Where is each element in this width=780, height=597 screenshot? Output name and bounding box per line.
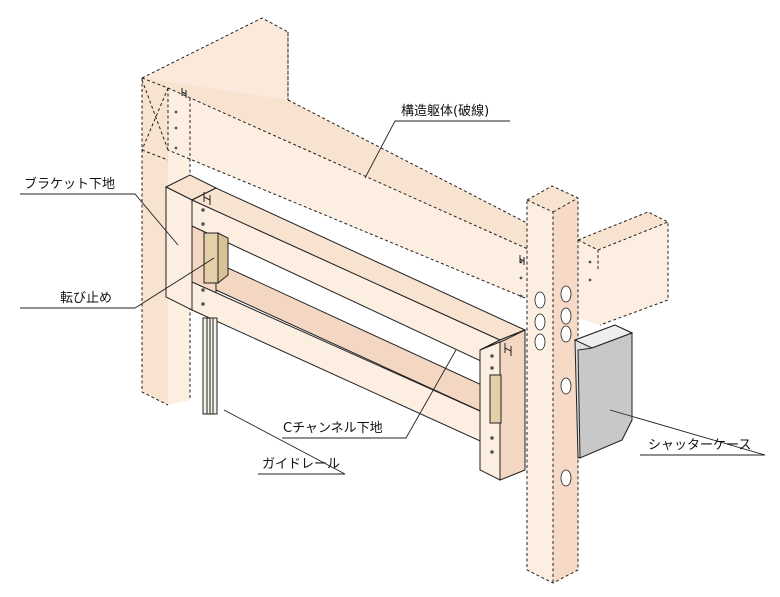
leader-lines	[20, 120, 766, 475]
bolts	[174, 110, 592, 454]
beam-upper-face	[142, 18, 288, 100]
h-marks	[181, 88, 525, 356]
structural-frame	[141, 17, 669, 406]
right-post	[526, 185, 579, 584]
beam-front-face	[168, 88, 530, 300]
guide-rail	[202, 317, 218, 415]
beam-long-top	[142, 78, 560, 250]
label-shutter-case: シャッターケース	[648, 438, 751, 453]
left-post	[142, 78, 168, 405]
stopper-left	[203, 232, 219, 284]
stopper-left-side	[217, 232, 229, 285]
label-structure: 構造躯体(破線)	[401, 103, 489, 119]
label-stopper: 転び止め	[60, 291, 112, 306]
shutter-case	[573, 324, 634, 459]
label-bracket: ブラケット下地	[24, 176, 115, 192]
stopper-right	[489, 374, 502, 424]
label-guide-rail: ガイドレール	[262, 457, 340, 472]
label-c-channel: Cチャンネル下地	[283, 421, 383, 436]
right-beam-top	[578, 212, 668, 250]
